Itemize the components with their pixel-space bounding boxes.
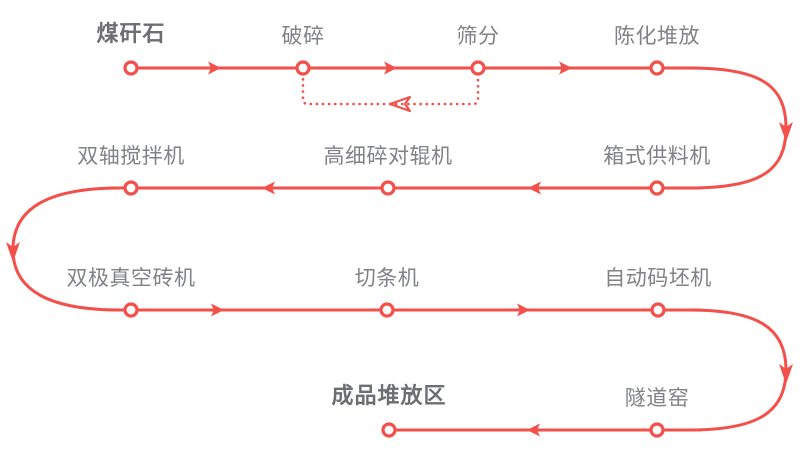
- node-label-auto-stacker: 自动码坯机: [604, 266, 712, 290]
- node-circle-twin-shaft-mixer[interactable]: [123, 180, 139, 196]
- u-turn-right-top-path: [688, 66, 788, 190]
- row-3-arrow-1: [211, 303, 224, 317]
- node-circle-screening[interactable]: [470, 60, 486, 76]
- node-label-twin-shaft-mixer: 双轴搅拌机: [77, 144, 185, 168]
- node-circle-box-feeder[interactable]: [649, 180, 665, 196]
- node-label-tunnel-kiln: 隧道窑: [624, 386, 690, 410]
- row-2-arrow-1: [528, 181, 541, 195]
- feedback-loop-group: [301, 72, 480, 113]
- feedback-loop-path: [301, 72, 480, 106]
- row-2-connector-group: [108, 181, 702, 195]
- u-turn-left-path: [11, 186, 122, 312]
- row-2-arrow-2: [262, 181, 275, 195]
- row-1-arrow-3: [559, 61, 572, 75]
- u-turn-right-top-arrow: [779, 122, 793, 142]
- row-1-connector-group: [129, 61, 699, 75]
- node-circle-vacuum-brick-machine[interactable]: [123, 302, 139, 318]
- u-turn-right-bottom: [688, 308, 793, 432]
- u-turn-left: [6, 186, 122, 312]
- node-label-coal-gangue: 煤矸石: [96, 22, 166, 47]
- node-circle-crushing[interactable]: [295, 60, 311, 76]
- node-label-cutting-machine: 切条机: [354, 266, 420, 290]
- row-4-arrow-1: [527, 423, 540, 437]
- node-circle-auto-stacker[interactable]: [650, 302, 666, 318]
- u-turn-right-bottom-arrow: [779, 364, 793, 384]
- node-circles-group: [123, 60, 666, 438]
- row-1-arrow-2: [384, 61, 397, 75]
- node-circle-tunnel-kiln[interactable]: [649, 422, 665, 438]
- u-turn-right-top: [688, 66, 793, 190]
- node-circle-aging-stacking[interactable]: [649, 60, 665, 76]
- row-1-arrow-1: [208, 61, 221, 75]
- node-label-vacuum-brick-machine: 双极真空砖机: [66, 266, 196, 290]
- row-3-connector-group: [118, 303, 702, 317]
- node-label-box-feeder: 箱式供料机: [603, 144, 711, 168]
- u-turn-left-arrow: [6, 242, 20, 262]
- feedback-loop-arrowhead: [388, 95, 412, 113]
- row-4-connector-group: [387, 423, 702, 437]
- node-label-aging-stacking: 陈化堆放: [614, 24, 700, 48]
- node-label-fine-roller-crusher: 高细碎对辊机: [323, 144, 453, 168]
- node-circle-coal-gangue[interactable]: [123, 60, 139, 76]
- node-label-finished-product-area: 成品堆放区: [331, 384, 447, 409]
- node-label-screening: 筛分: [456, 24, 500, 48]
- u-turn-right-bottom-path: [688, 308, 788, 432]
- node-circle-finished-product-area[interactable]: [381, 422, 397, 438]
- node-circle-cutting-machine[interactable]: [379, 302, 395, 318]
- row-3-arrow-2: [517, 303, 530, 317]
- node-label-crushing: 破碎: [281, 24, 325, 48]
- node-circle-fine-roller-crusher[interactable]: [380, 180, 396, 196]
